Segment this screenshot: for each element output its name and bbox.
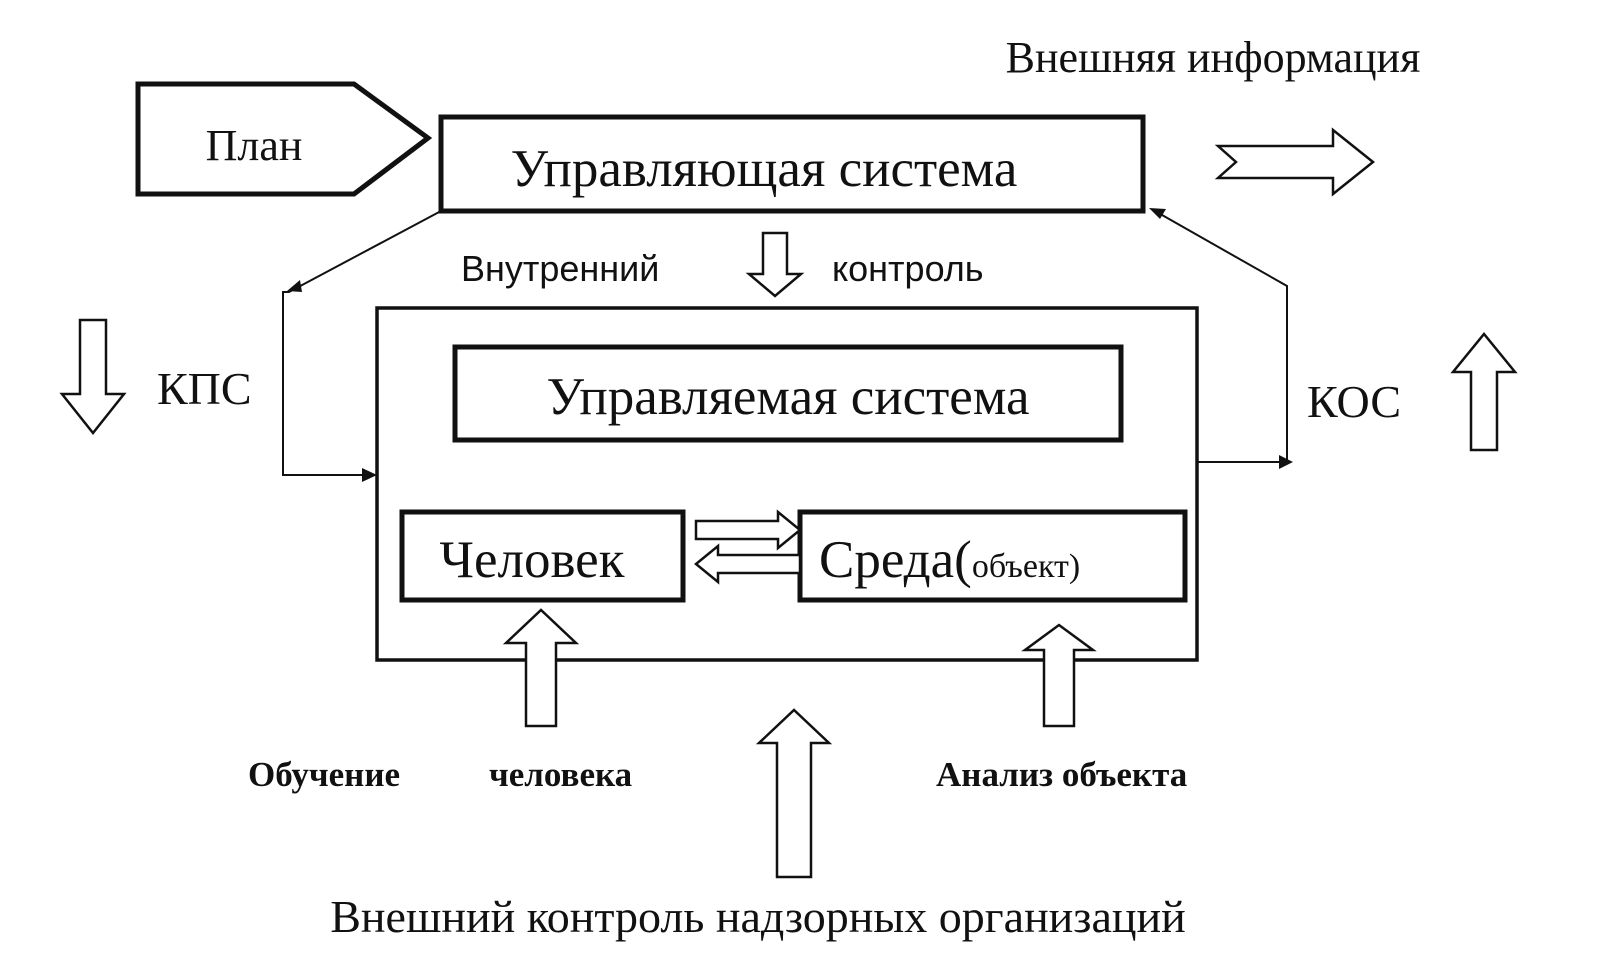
training-arrow [502,608,580,728]
external-info-label: Внешняя информация [1006,33,1421,82]
external-control-arrow [755,708,833,879]
kos-line [1154,210,1288,463]
external-info-arrow [1214,127,1376,197]
plan-shape [135,81,433,197]
analysis-arrow [1021,623,1097,728]
kos-line-head [1149,208,1166,219]
external-control-label: Внешний контроль надзорных организаций [330,891,1186,942]
kps-label: КПС [157,363,252,414]
kps-line [282,210,442,476]
training-label-left: Обучение [248,755,400,794]
managed-system-box [452,344,1124,443]
training-label-right: человека [489,755,632,794]
kps-line-head-top [287,280,302,292]
kos-label: КОС [1307,376,1401,427]
environment-label: Среда(объект) [819,531,1080,589]
kps-line-head [362,468,377,482]
kps-arrow [59,318,127,436]
human-label: Человек [440,531,625,589]
plan-label: План [206,121,303,170]
internal-control-label-left: Внутренний [461,248,659,289]
human-to-environment-arrow [694,509,802,551]
environment-to-human-arrow [694,543,802,585]
kos-arrow [1450,332,1518,452]
managed-system-label: Управляемая система [546,368,1029,426]
human-box [399,509,686,603]
internal-control-arrow [745,231,805,298]
environment-label-main: Среда( [819,531,972,589]
control-system-label: Управляющая система [511,140,1018,198]
object-analysis-label: Анализ объекта [936,755,1187,794]
kos-line-head-bottom [1279,455,1293,469]
environment-label-sub: объект) [972,548,1080,585]
control-system-box [438,114,1146,214]
internal-control-label-right: контроль [832,248,984,289]
